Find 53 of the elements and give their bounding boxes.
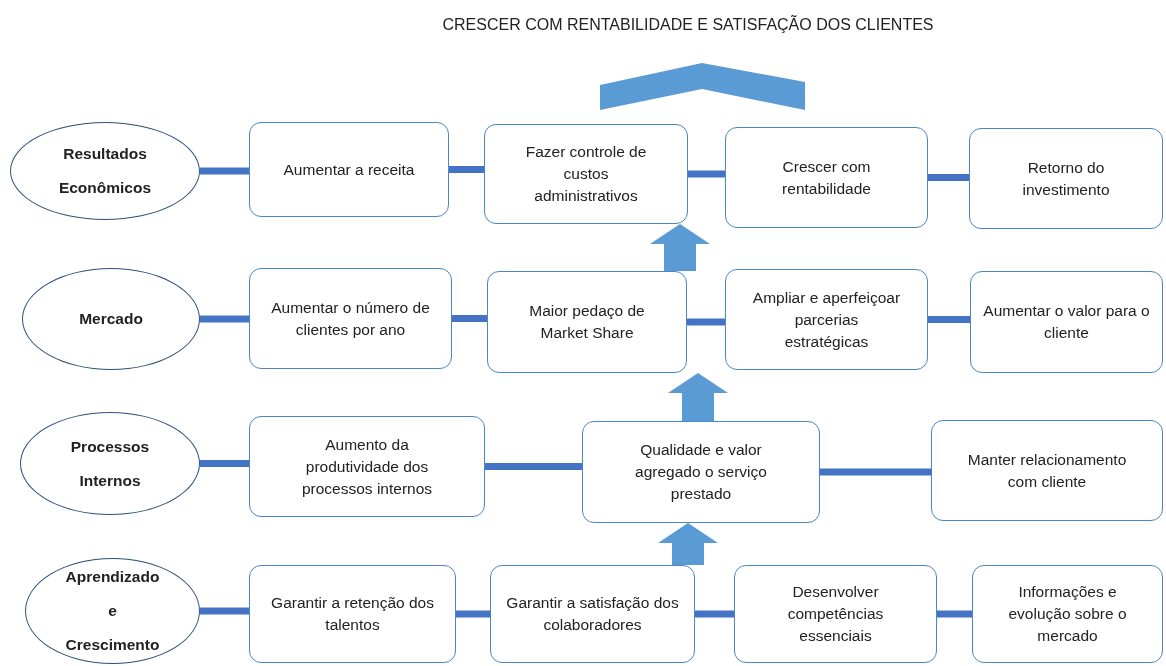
connector-bar	[200, 315, 249, 323]
connector-bar	[820, 468, 931, 476]
connector-bar	[928, 316, 970, 323]
connector-bar	[687, 318, 725, 326]
connector-bar	[200, 460, 249, 467]
objective-box	[972, 565, 1163, 663]
node-label: Fazer controle de custos administrativos	[524, 142, 648, 206]
connector-bar	[200, 607, 249, 615]
node-label: Retorno do investimento	[1021, 157, 1111, 200]
node-label: Manter relacionamento com cliente	[966, 449, 1128, 492]
objective-box	[484, 124, 688, 224]
connector-bar	[695, 610, 734, 618]
node-label: Resultados Econômicos	[57, 144, 153, 198]
node-label: Aumento da produtividade dos processos internos	[300, 434, 434, 499]
node-label: Ampliar e aperfeiçoar parcerias estratégicas	[751, 287, 902, 352]
objective-box	[725, 127, 928, 228]
connector-bar	[452, 315, 487, 322]
objective-box	[249, 122, 449, 217]
node-label: Aumentar o número de clientes por ano	[270, 297, 431, 340]
objective-box	[490, 565, 695, 663]
node-label: Aumentar o valor para o cliente	[982, 301, 1151, 343]
node-label: Qualidade e valor agregado o serviço prestado	[634, 440, 768, 504]
block-arrow	[650, 224, 710, 271]
node-label: Aumentar a receita	[283, 159, 415, 180]
connector-bar	[456, 610, 490, 618]
objective-box	[931, 420, 1163, 521]
objective-box	[249, 268, 452, 369]
diagram-title: CRESCER COM RENTABILIDADE E SATISFAÇÃO DOS CLIENTES	[441, 16, 935, 34]
objective-box	[487, 271, 687, 373]
objective-box	[249, 565, 456, 663]
connector-bar	[449, 166, 484, 173]
node-label: Aprendizado e Crescimento	[64, 567, 161, 655]
node-label: Mercado	[79, 309, 143, 329]
objective-box	[582, 421, 820, 523]
objective-box	[734, 565, 937, 663]
node-label: Garantir a retenção dos talentos	[270, 593, 435, 635]
connector-bar	[928, 174, 969, 181]
block-arrow	[658, 523, 718, 565]
node-label: Desenvolver competências essenciais	[786, 582, 885, 646]
block-arrow	[668, 373, 728, 421]
connector-bar	[485, 463, 582, 470]
objective-box	[249, 416, 485, 517]
connector-bar	[937, 610, 972, 618]
node-label: Processos Internos	[69, 436, 151, 491]
node-label: Informações e evolução sobre o mercado	[1007, 582, 1128, 646]
node-label: Crescer com rentabilidade	[781, 156, 872, 199]
objective-box	[725, 269, 928, 370]
connector-bar	[200, 167, 249, 175]
objective-box	[970, 271, 1163, 373]
node-label: Garantir a satisfação dos colaboradores	[505, 593, 680, 635]
node-label: Maior pedaço de Market Share	[528, 301, 646, 343]
objective-box	[969, 128, 1163, 229]
connector-bar	[688, 170, 725, 178]
